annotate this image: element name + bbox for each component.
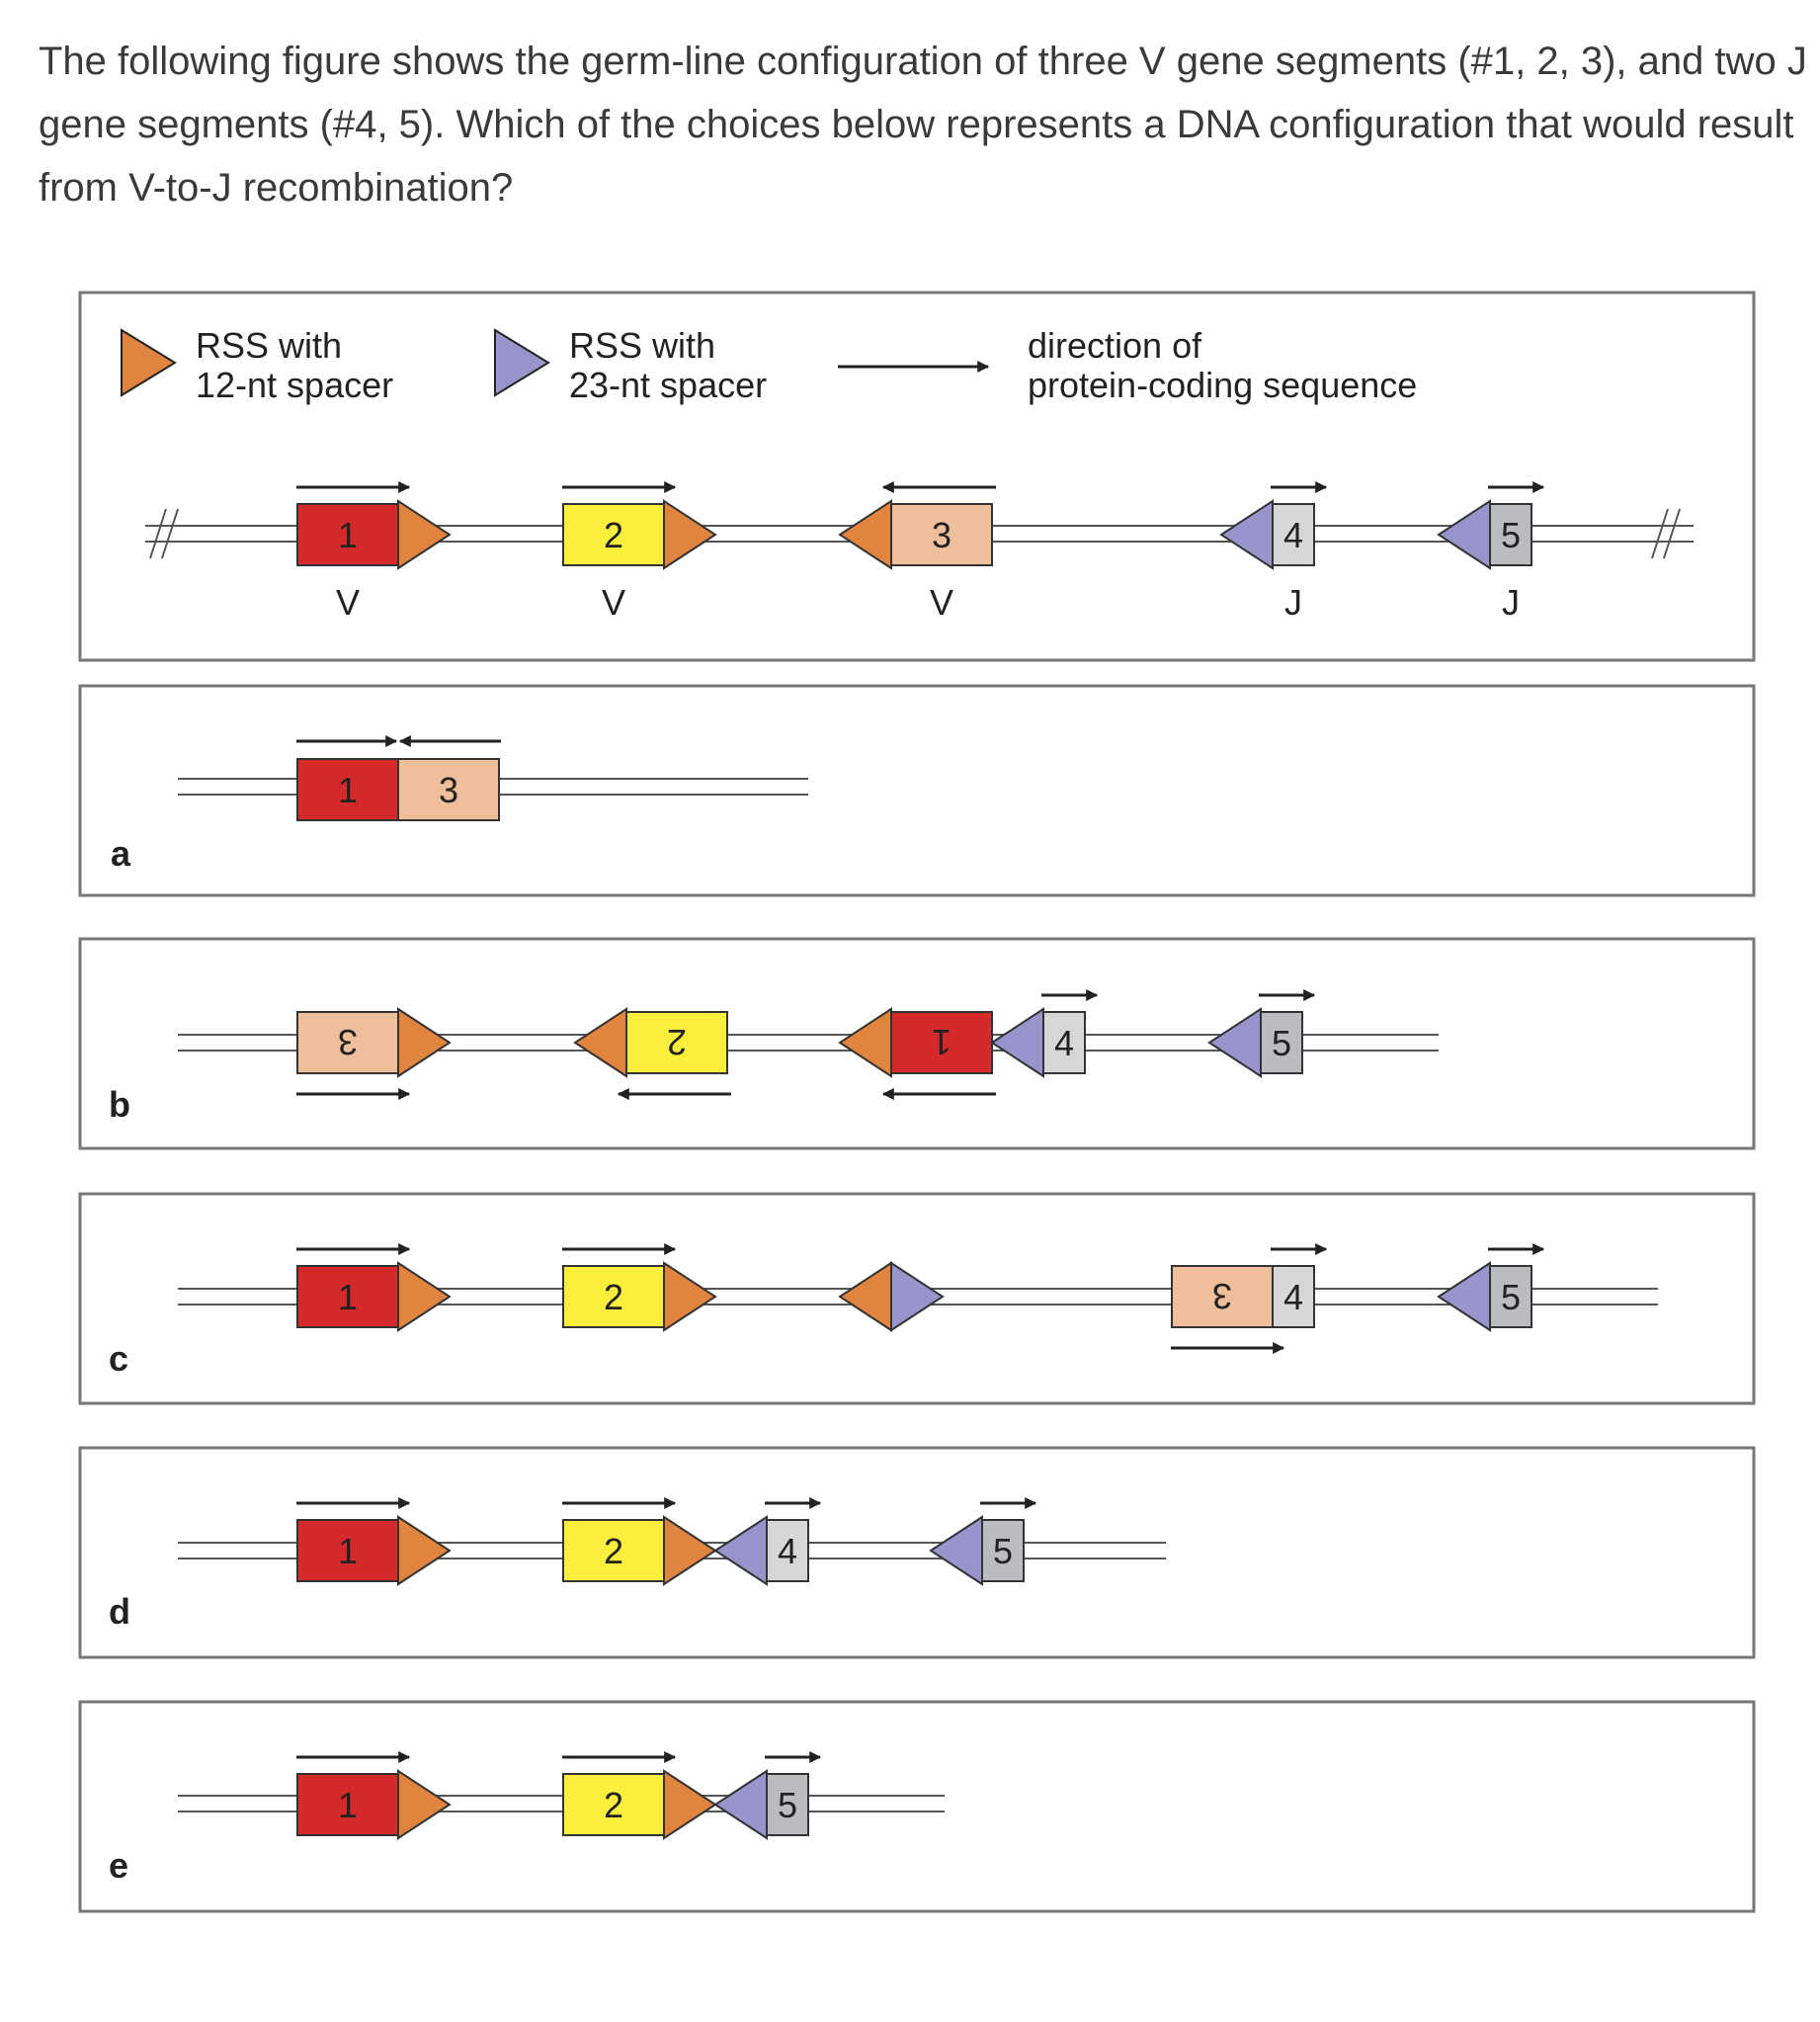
choice-label-c: c [109, 1338, 128, 1379]
segment-number-3-inverted: 3 [338, 1022, 358, 1062]
segment-number-2: 2 [604, 1277, 623, 1317]
rss23-legend-icon [494, 328, 550, 397]
break-mark-left [145, 508, 179, 559]
j-segment-5 [766, 1773, 809, 1836]
germline-panel [78, 291, 1756, 662]
rss12-legend-icon [121, 328, 177, 397]
rss23-legend-label: RSS with 23-nt spacer [569, 325, 767, 405]
v-segment-1 [296, 503, 399, 566]
segment-number-3: 3 [932, 515, 951, 555]
j-segment-5 [981, 1519, 1025, 1582]
germline-row: 1 V 2 V 3 V 4 J 5 J [145, 481, 1694, 623]
rss12-icon [397, 1261, 452, 1332]
j-segment-5 [1260, 1011, 1303, 1074]
segment-number-2: 2 [604, 1785, 623, 1825]
rss12-icon [663, 1515, 717, 1586]
segment-number-4: 4 [1054, 1023, 1074, 1063]
v-segment-2 [562, 1519, 665, 1582]
segment-number-5: 5 [1272, 1023, 1291, 1063]
rss12-icon [397, 1515, 452, 1586]
rss12-icon [397, 499, 452, 570]
choice-b-row: 3 2 1 4 5 b [109, 989, 1439, 1125]
choice-e-row: 1 2 5 e [109, 1751, 945, 1886]
segment-number-1: 1 [338, 515, 358, 555]
v-segment-2 [625, 1011, 728, 1074]
choice-label-e: e [109, 1845, 128, 1886]
choice-a-row: 1 3 a [111, 735, 808, 874]
rss12-icon [663, 1261, 717, 1332]
choice-label-b: b [109, 1084, 130, 1125]
v-label: V [336, 582, 360, 623]
segment-number-1: 1 [338, 1531, 358, 1571]
segment-number-3: 3 [439, 770, 458, 810]
segment-number-1: 1 [338, 1785, 358, 1825]
segment-number-2: 2 [604, 515, 623, 555]
break-mark-right [1651, 508, 1694, 559]
rss12-icon [663, 1769, 717, 1840]
choice-c-row: 1 2 3 4 5 c [109, 1243, 1658, 1379]
segment-number-1-inverted: 1 [932, 1022, 951, 1062]
rss12-icon [663, 499, 717, 570]
rss23-icon [890, 1261, 945, 1332]
v-segment-2 [562, 1265, 665, 1328]
j-segment-5 [1489, 1265, 1532, 1328]
segment-number-5: 5 [1501, 1277, 1521, 1317]
j-segment-4 [1042, 1011, 1086, 1074]
segment-number-2-inverted: 2 [667, 1022, 687, 1062]
v-segment-3 [1171, 1265, 1274, 1328]
j-segment-5 [1489, 503, 1532, 566]
segment-number-1: 1 [338, 1277, 358, 1317]
v-segment-3 [890, 503, 993, 566]
segment-number-5: 5 [993, 1531, 1013, 1571]
segment-number-5: 5 [1501, 515, 1521, 555]
v-segment-3 [397, 758, 500, 821]
segment-number-3-inverted: 3 [1212, 1276, 1232, 1316]
direction-legend-label: direction of protein-coding sequence [1028, 325, 1417, 405]
j-label: J [1502, 582, 1520, 623]
v-label: V [602, 582, 625, 623]
v-segment-1 [296, 1265, 399, 1328]
rss12-icon [397, 1007, 452, 1078]
j-label: J [1284, 582, 1302, 623]
segment-number-2: 2 [604, 1531, 623, 1571]
question-text: The following figure shows the germ-line… [39, 40, 1807, 210]
v-label: V [930, 582, 953, 623]
segment-number-4: 4 [1283, 1277, 1303, 1317]
choice-label-a: a [111, 833, 131, 874]
segment-number-4: 4 [1283, 515, 1303, 555]
v-segment-1 [296, 758, 399, 821]
j-segment-4 [766, 1519, 809, 1582]
rss12-legend-label: RSS with 12-nt spacer [196, 325, 393, 405]
segment-number-4: 4 [778, 1531, 797, 1571]
segment-number-5: 5 [778, 1785, 797, 1825]
choice-d-row: 1 2 4 5 d [109, 1497, 1166, 1632]
v-segment-2 [562, 1773, 665, 1836]
rss12-icon [397, 1769, 452, 1840]
j-segment-4 [1272, 1265, 1315, 1328]
segment-number-1: 1 [338, 770, 358, 810]
v-segment-1 [296, 1773, 399, 1836]
choice-label-d: d [109, 1591, 130, 1632]
j-segment-4 [1272, 503, 1315, 566]
